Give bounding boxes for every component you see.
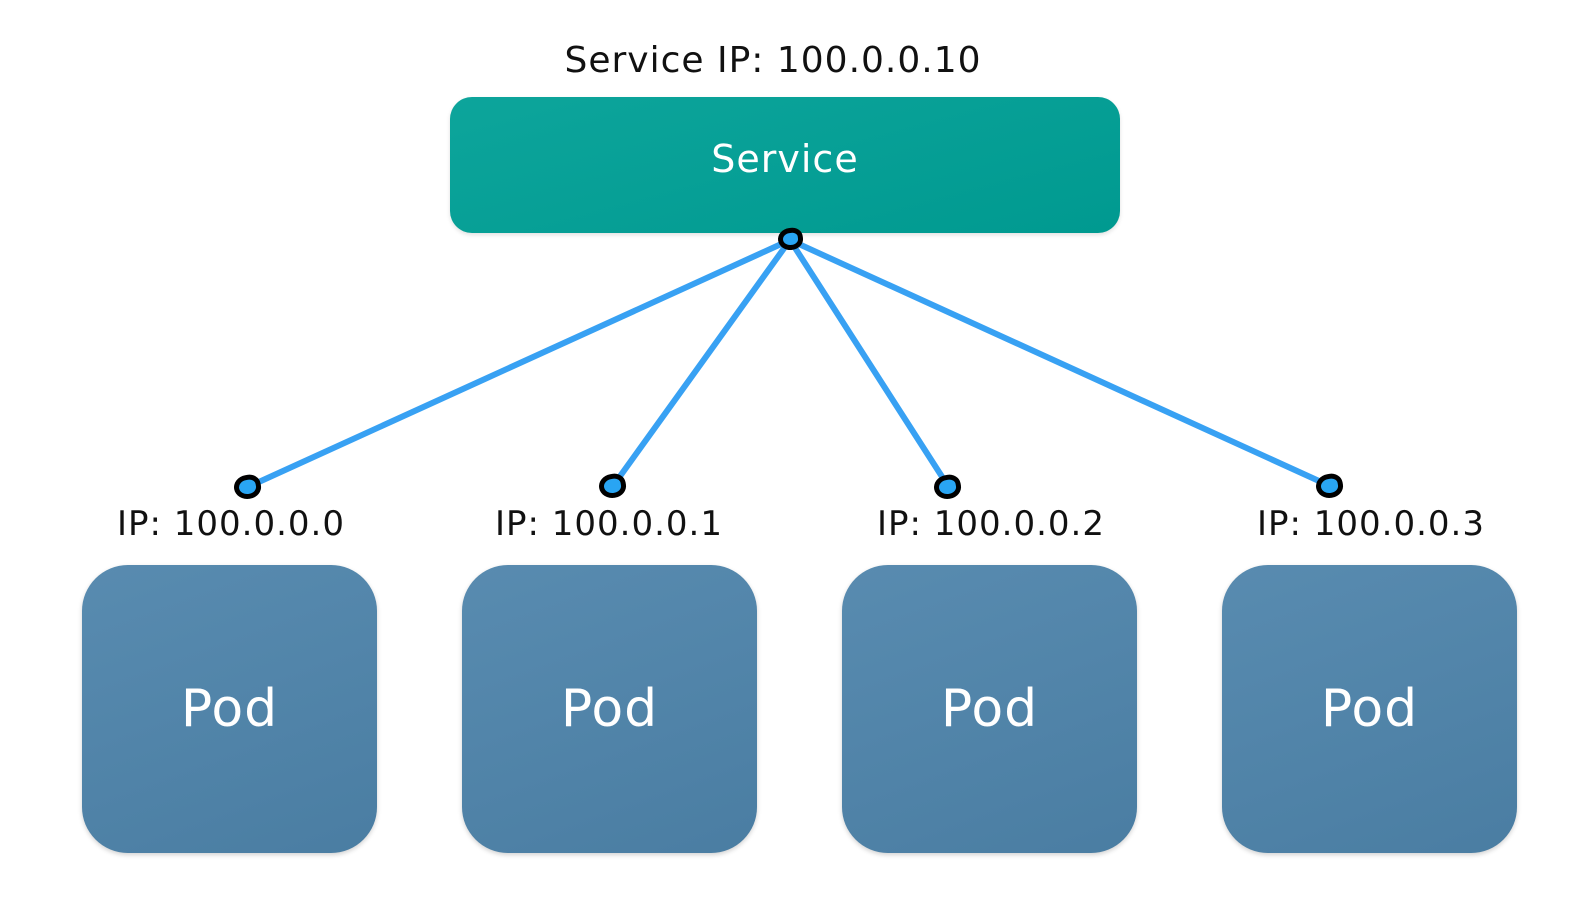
pod-ip-label-3: IP: 100.0.0.2 [876,504,1106,544]
service-ip-title: Service IP: 100.0.0.10 [564,40,982,81]
link-service-to-pod-4 [787,237,1333,489]
pod-ip-label-1: IP: 100.0.0.0 [116,504,346,544]
pod-box-1: Pod [82,565,377,853]
link-service-to-pod-2 [610,237,793,489]
service-box-label: Service [711,137,859,181]
pod-box-2: Pod [462,565,757,853]
pod-box-label-2: Pod [560,679,659,739]
pod-box-4: Pod [1222,565,1517,853]
service-box: Service [450,97,1120,233]
pod-box-3: Pod [842,565,1137,853]
link-service-to-pod-3 [787,237,951,489]
pod-box-label-1: Pod [180,679,279,739]
link-service-to-pod-1 [247,237,793,489]
pod-box-label-4: Pod [1320,679,1419,739]
pod-box-label-3: Pod [940,679,1039,739]
pod-ip-label-2: IP: 100.0.0.1 [494,504,724,544]
pod-ip-label-4: IP: 100.0.0.3 [1256,504,1486,544]
